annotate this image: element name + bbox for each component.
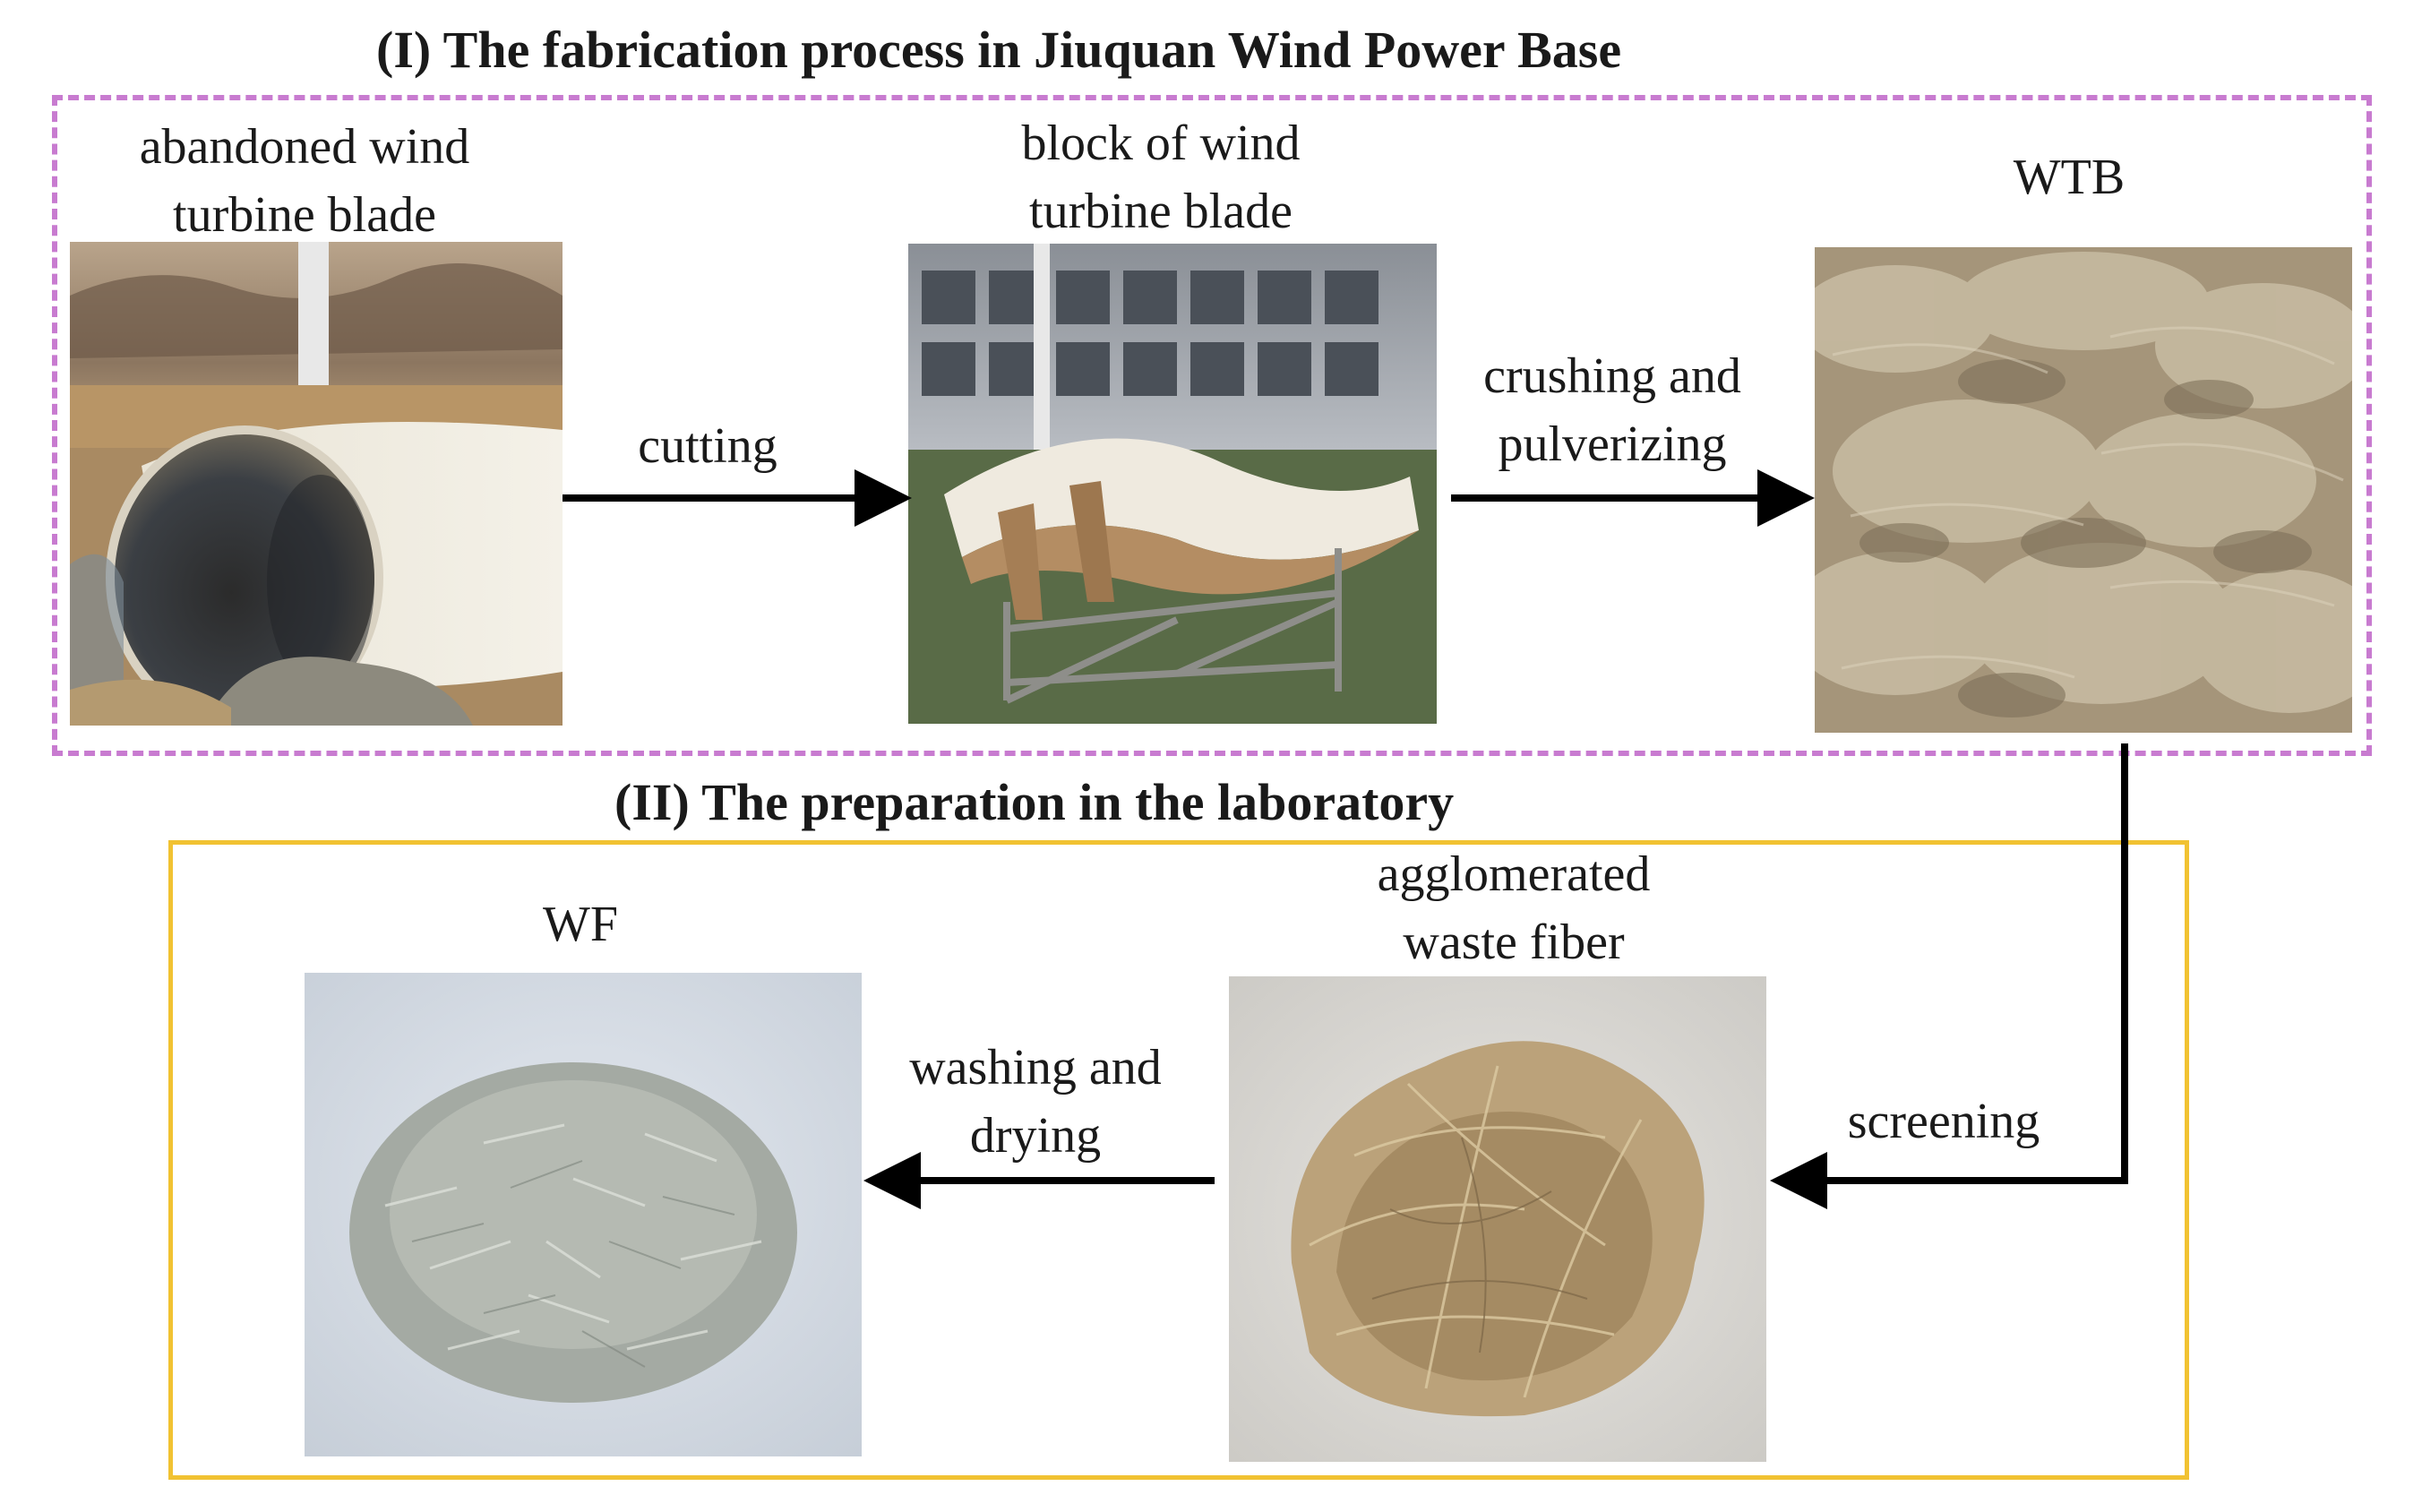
screening-arrow: [1770, 743, 2128, 1209]
wtb-photo: [1815, 247, 2352, 733]
blade-block-label: block of wind turbine blade: [1021, 116, 1301, 239]
abandoned-blade-photo: [70, 242, 563, 726]
washing-drying-label: washing and drying: [909, 1040, 1162, 1164]
agglomerated-fiber-label: agglomerated waste fiber: [1377, 846, 1651, 970]
crushing-pulverizing-label: crushing and pulverizing: [1483, 348, 1741, 472]
screening-label: screening: [1847, 1094, 2040, 1149]
cutting-label: cutting: [638, 418, 777, 474]
blade-block-photo: [908, 244, 1437, 724]
agglomerated-fiber-photo: [1229, 976, 1766, 1462]
wf-photo: [305, 973, 862, 1456]
fabrication-section-title: (I) The fabrication process in Jiuquan W…: [376, 21, 1622, 79]
wf-label: WF: [543, 897, 618, 952]
laboratory-section-title: (II) The preparation in the laboratory: [614, 773, 1455, 831]
fabrication-section-border: [52, 95, 2372, 756]
laboratory-section-border: [168, 840, 2189, 1480]
abandoned-blade-label: abandoned wind turbine blade: [139, 119, 470, 243]
wtb-label: WTB: [2013, 150, 2126, 205]
